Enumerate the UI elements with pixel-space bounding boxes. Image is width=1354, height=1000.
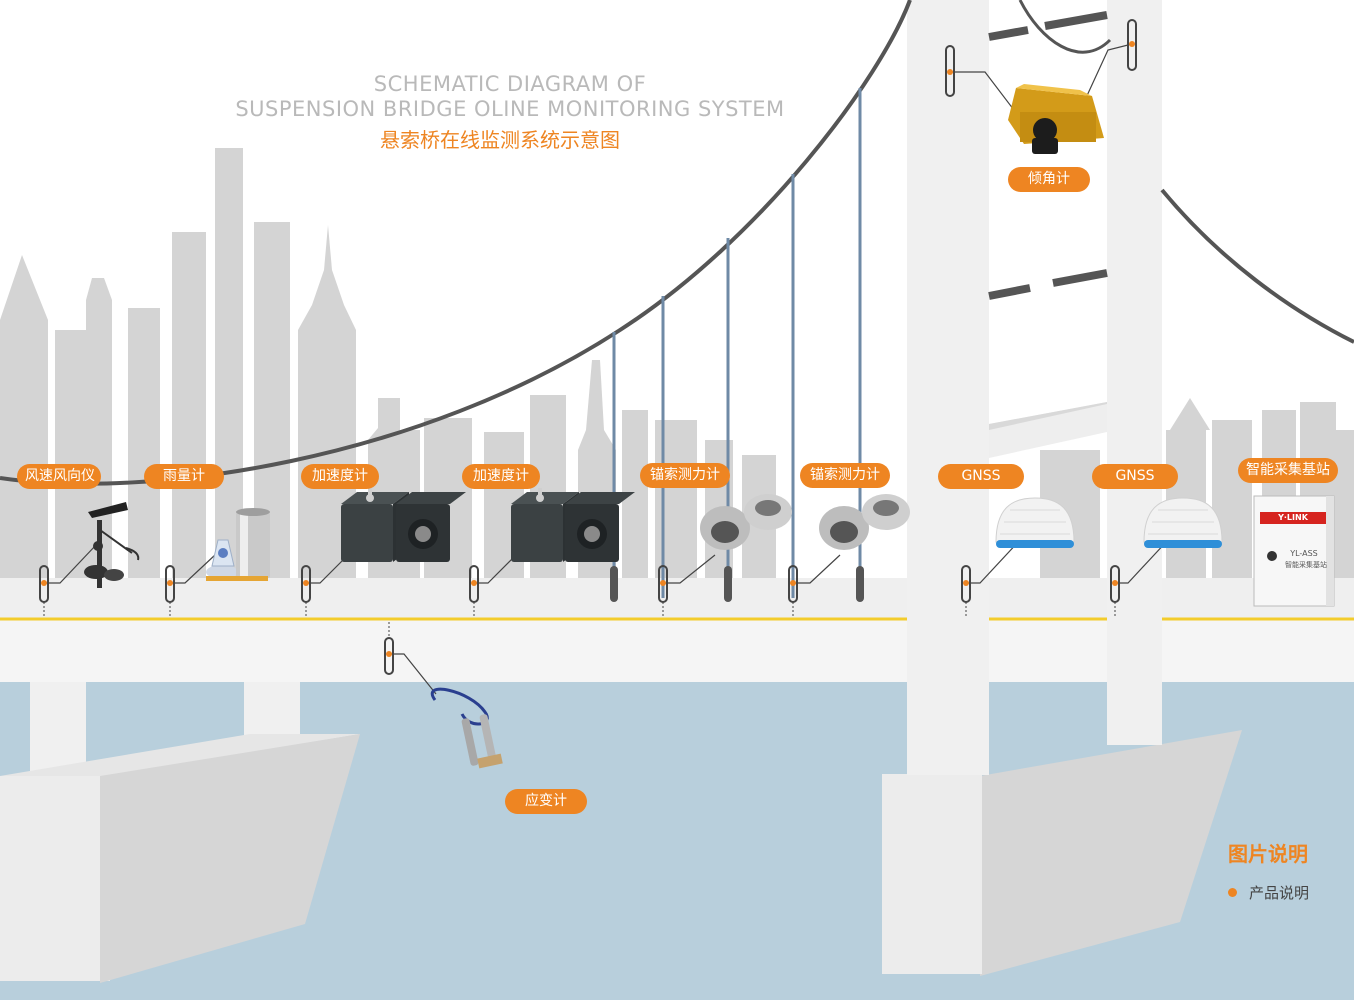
label-anchor-load-cell-2[interactable]: 锚索测力计 [800,463,890,488]
title-chinese: 悬索桥在线监测系统示意图 [380,128,620,152]
legend-item-label: 产品说明 [1249,884,1310,902]
gnss-device-1 [995,497,1075,548]
sensor-mounts [39,19,1137,675]
legend-title: 图片说明 [1228,842,1308,866]
tower-right-leg [1107,0,1162,745]
left-pier-2 [244,682,300,742]
left-foundation-side [100,734,360,983]
label-gnss-2[interactable]: GNSS [1092,464,1178,489]
right-foundation-side [980,730,1242,976]
rain-gauge-device [206,508,270,581]
main-cable-tower-arc [1018,0,1112,54]
left-foundation-top [0,734,360,776]
inclinometer-device [1008,84,1104,154]
station-model: YL-ASS [1290,549,1318,558]
tower-dashed-cable-lower [988,269,1108,300]
anchor-load-cell-device-1 [700,494,792,550]
right-foundation-front [882,774,982,974]
label-acquisition-station[interactable]: 智能采集基站 [1238,458,1338,483]
left-foundation-front [0,776,110,981]
tower-crossbeam [989,402,1107,458]
tower-dashed-cable-upper [988,11,1108,41]
wind-vane-device [84,502,140,588]
label-strain-gauge[interactable]: 应变计 [505,789,587,814]
tower-crossbeam-upper [989,402,1107,430]
label-inclinometer[interactable]: 倾角计 [1008,167,1090,192]
left-pier-1 [30,682,86,777]
city-skyline [0,148,1354,600]
legend-dot-icon [1228,888,1237,897]
anchor-load-cell-device-2 [819,494,910,550]
label-gnss-1[interactable]: GNSS [938,464,1024,489]
label-accelerometer-1[interactable]: 加速度计 [301,464,379,489]
title-english-line2: SUSPENSION BRIDGE OLINE MONITORING SYSTE… [235,97,785,121]
title-english-line1: SCHEMATIC DIAGRAM OF [373,72,647,96]
label-wind-vane[interactable]: 风速风向仪 [17,464,101,489]
station-brand: Y·LINK [1278,513,1308,522]
station-subtitle: 智能采集基站 [1285,561,1327,569]
accelerometer-device-1 [341,488,466,562]
tower-left-leg [907,0,989,775]
strain-gauge-device [430,687,503,769]
main-cable-right [1160,188,1354,344]
label-accelerometer-2[interactable]: 加速度计 [462,464,540,489]
gnss-device-2 [1143,497,1223,548]
label-rain-gauge[interactable]: 雨量计 [144,464,224,489]
label-anchor-load-cell-1[interactable]: 锚索测力计 [640,463,730,488]
acquisition-station-device [1253,495,1335,607]
legend-item: 产品说明 [1228,882,1309,903]
accelerometer-device-2 [511,488,635,562]
